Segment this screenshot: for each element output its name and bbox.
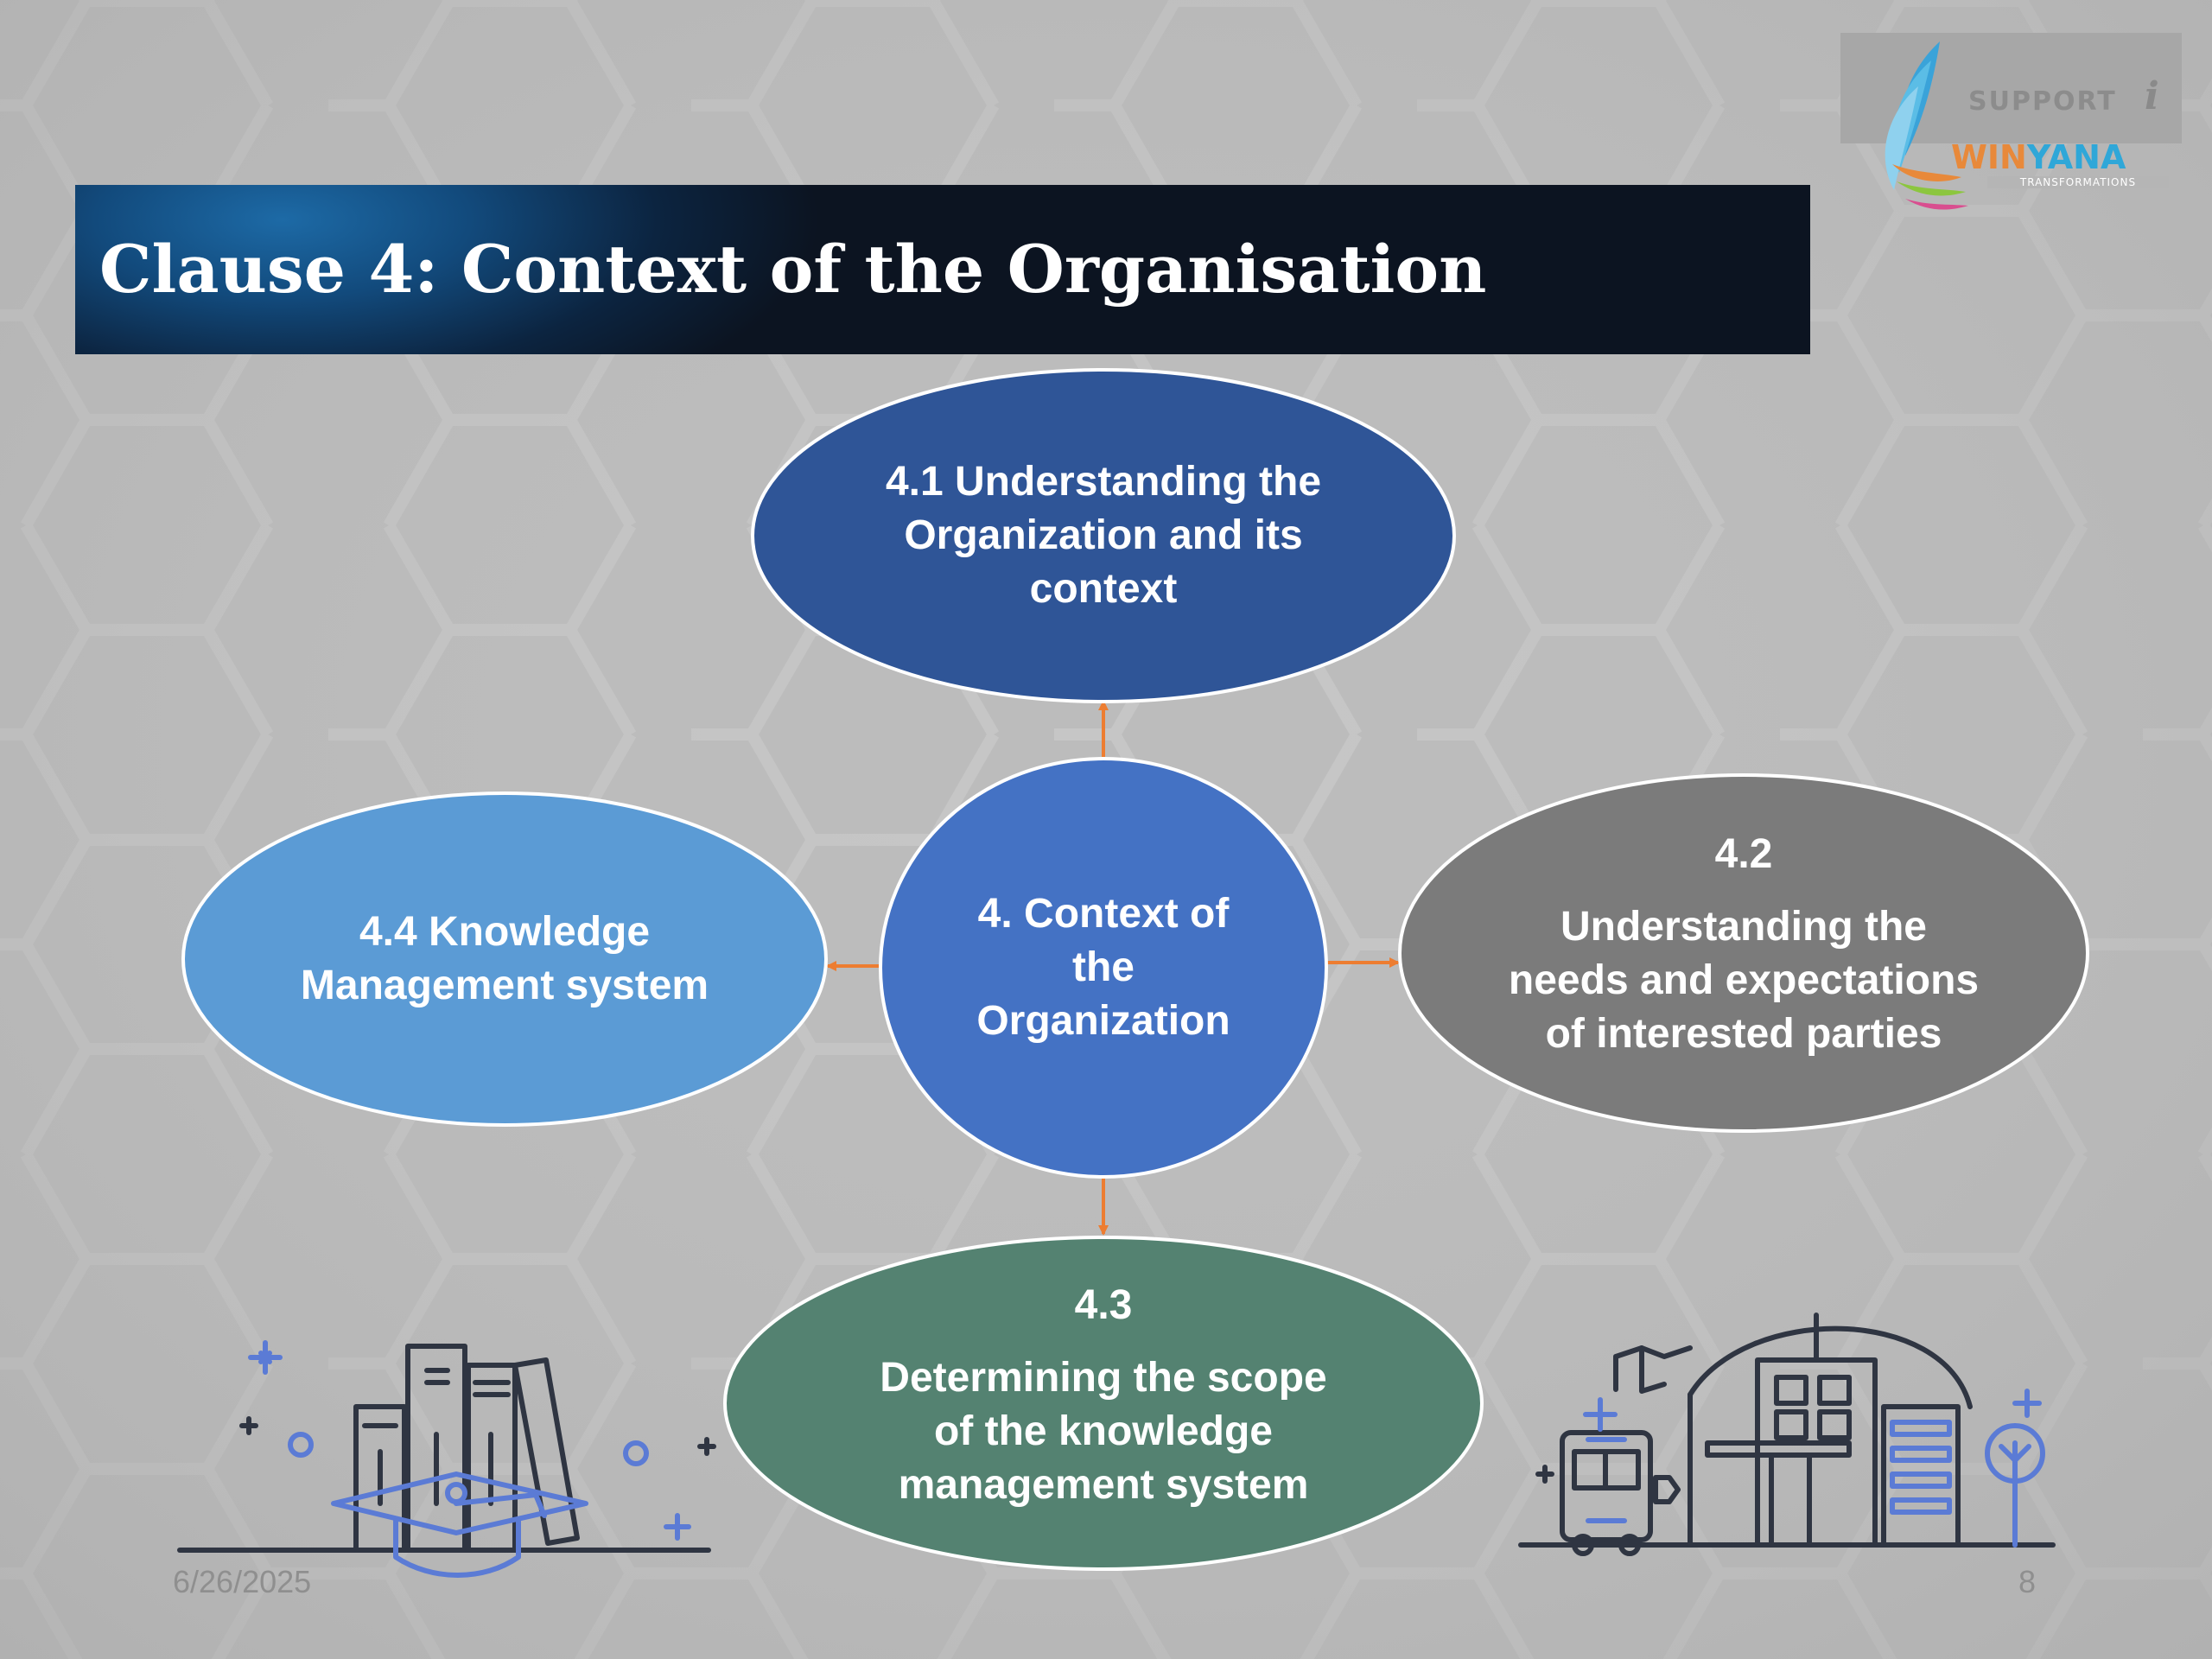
node-right-label: 4.2 Understanding the needs and expectat… [1400,828,2088,1078]
node-top-line-1: 4.1 Understanding the [886,455,1321,509]
node-bottom-line-1: Determining the scope [880,1351,1326,1405]
node-center-label: 4. Context of the Organization [881,759,1325,1177]
books-graduation-cap-icon [173,1331,726,1590]
slide-date: 6/26/2025 [173,1564,311,1600]
node-left-line-1: 4.4 Knowledge [359,906,650,959]
node-bottom-heading: 4.3 [1075,1279,1133,1332]
node-center-line-3: Organization [976,995,1230,1048]
node-bottom-label: 4.3 Determining the scope of the knowled… [725,1279,1482,1529]
node-right-line-3: of interested parties [1546,1007,1942,1061]
node-bottom-line-3: management system [899,1459,1309,1512]
slide-number: 8 [2018,1564,2036,1600]
node-bottom-line-2: of the knowledge [934,1405,1273,1459]
node-top-line-2: Organization and its [904,509,1302,563]
node-right-heading: 4.2 [1715,828,1773,881]
node-top-label: 4.1 Understanding the Organization and i… [753,370,1454,702]
node-top-line-3: context [1030,563,1178,616]
school-bus-building-icon [1512,1305,2065,1581]
node-center-line-1: 4. Context of [978,887,1230,941]
node-left-label: 4.4 Knowledge Management system [183,793,826,1125]
node-left-line-2: Management system [301,959,709,1013]
node-right-line-2: needs and expectations [1509,954,1979,1007]
node-right-line-1: Understanding the [1560,900,1927,954]
node-center-line-2: the [1072,941,1135,995]
